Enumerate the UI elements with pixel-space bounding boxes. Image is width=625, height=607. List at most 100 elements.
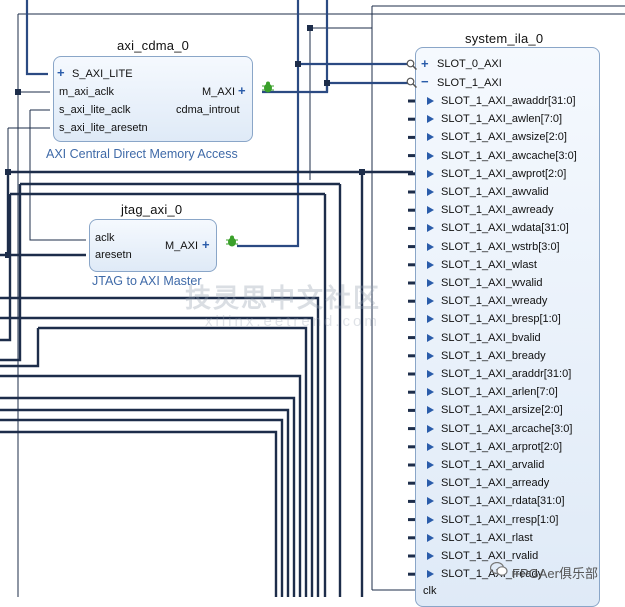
jtag-axi-block[interactable] xyxy=(89,219,217,272)
wechat-icon xyxy=(489,561,508,582)
ila-signal-expand-icon[interactable] xyxy=(427,570,434,579)
ila-pin-clk[interactable]: clk xyxy=(423,585,437,597)
ila-signal-pin[interactable]: SLOT_1_AXI_bresp[1:0] xyxy=(441,313,561,326)
ila-signal-pin[interactable]: SLOT_1_AXI_arready xyxy=(441,477,550,490)
ila-pin-stub xyxy=(408,99,415,103)
ila-pin-stub xyxy=(408,499,415,503)
ila-pin-stub xyxy=(408,281,415,285)
ila-pin-stub xyxy=(408,445,415,449)
ila-signal-pin[interactable]: SLOT_1_AXI_arprot[2:0] xyxy=(441,440,563,453)
jtag-pin-aclk[interactable]: aclk xyxy=(95,232,115,244)
ila-signal-expand-icon[interactable] xyxy=(427,151,434,160)
ila-pin-stub xyxy=(408,372,415,376)
ila-signal-expand-icon[interactable] xyxy=(427,315,434,324)
cdma-pin-s-axi-lite[interactable]: S_AXI_LITE xyxy=(72,68,133,80)
cdma-pin-m-axi[interactable]: M_AXI xyxy=(202,86,236,98)
ila-signal-pin[interactable]: SLOT_1_AXI_awvalid xyxy=(441,186,549,198)
ila-signal-pin[interactable]: SLOT_1_AXI_bvalid xyxy=(441,331,541,344)
junction-dot xyxy=(307,25,313,31)
cdma-pin-s-axi-lite-aresetn[interactable]: s_axi_lite_aresetn xyxy=(59,122,148,134)
ila-signal-expand-icon[interactable] xyxy=(427,552,434,560)
ila-signal-expand-icon[interactable] xyxy=(427,169,434,178)
wire xyxy=(38,326,308,597)
brand-watermark: FPGAer俱乐部 xyxy=(512,566,598,581)
wire xyxy=(0,408,290,597)
ila-pin-stub xyxy=(408,408,415,412)
wire xyxy=(262,81,413,94)
cdma-m-axi-expand-icon[interactable]: + xyxy=(238,83,246,98)
ila-signal-pin[interactable]: SLOT_1_AXI_wdata[31:0] xyxy=(441,222,569,235)
ila-signal-expand-icon[interactable] xyxy=(427,406,434,415)
ila-signal-expand-icon[interactable] xyxy=(427,370,434,378)
ila-signal-pin[interactable]: SLOT_1_AXI_arsize[2:0] xyxy=(441,404,563,417)
ila-pin-stub xyxy=(408,317,415,321)
jtag-axi-title: jtag_axi_0 xyxy=(121,202,183,217)
ila-signal-pin[interactable]: SLOT_1_AXI_awaddr[31:0] xyxy=(441,95,576,107)
ila-signal-pin[interactable]: SLOT_1_AXI_awprot[2:0] xyxy=(441,167,567,180)
junction-dots xyxy=(5,25,365,258)
ila-signal-expand-icon[interactable] xyxy=(427,424,434,433)
ila-pin-stub xyxy=(408,208,415,212)
ila-pin-stubs xyxy=(408,99,415,576)
ila-signal-pin[interactable]: SLOT_1_AXI_rdata[31:0] xyxy=(441,495,565,508)
jtag-m-axi-expand-icon[interactable]: + xyxy=(202,237,210,252)
ila-signal-expand-icon[interactable] xyxy=(427,297,434,306)
ila-signal-pin[interactable]: SLOT_1_AXI_rvalid xyxy=(441,550,539,562)
ila-slot-0[interactable]: SLOT_0_AXI xyxy=(437,58,502,70)
ila-pin-stub xyxy=(408,299,415,303)
ila-signal-expand-icon[interactable] xyxy=(427,442,434,451)
ila-signal-pin[interactable]: SLOT_1_AXI_rresp[1:0] xyxy=(441,513,559,526)
cdma-pin-s-axi-lite-aclk[interactable]: s_axi_lite_aclk xyxy=(59,104,131,116)
ila-signal-pin[interactable]: SLOT_1_AXI_rlast xyxy=(441,531,533,544)
ila-signal-expand-icon[interactable] xyxy=(427,461,434,469)
ila-signal-expand-icon[interactable] xyxy=(427,97,434,105)
ila-signal-expand-icon[interactable] xyxy=(427,224,434,233)
ila-signal-expand-icon[interactable] xyxy=(427,242,434,251)
ila-signal-pin[interactable]: SLOT_1_AXI_araddr[31:0] xyxy=(441,368,572,380)
ila-signal-pin[interactable]: SLOT_1_AXI_arlen[7:0] xyxy=(441,386,558,399)
ila-signal-pin[interactable]: SLOT_1_AXI_rready xyxy=(441,568,544,581)
ila-signal-pin[interactable]: SLOT_1_AXI_wlast xyxy=(441,258,537,271)
slot-1-collapse-icon[interactable]: − xyxy=(421,74,429,89)
ila-pin-stub xyxy=(408,518,415,522)
axi-cdma-title: axi_cdma_0 xyxy=(117,38,190,53)
ila-signal-expand-icon[interactable] xyxy=(427,115,434,124)
ila-signal-pin[interactable]: SLOT_1_AXI_wstrb[3:0] xyxy=(441,240,560,253)
wire xyxy=(29,110,86,241)
junction-dot xyxy=(15,89,21,95)
ila-signal-pin[interactable]: SLOT_1_AXI_wvalid xyxy=(441,277,543,289)
ila-signal-pin[interactable]: SLOT_1_AXI_awlen[7:0] xyxy=(441,113,563,126)
ila-slot-1[interactable]: SLOT_1_AXI xyxy=(437,77,502,89)
ila-pin-stub xyxy=(408,554,415,558)
s-axi-lite-expand-icon[interactable]: + xyxy=(57,65,65,80)
ila-signal-expand-icon[interactable] xyxy=(427,260,434,269)
system-ila-block[interactable] xyxy=(415,47,600,607)
ila-pin-stub xyxy=(408,245,415,249)
ila-signal-pin[interactable]: SLOT_1_AXI_awready xyxy=(441,204,554,217)
ila-signal-expand-icon[interactable] xyxy=(427,351,434,360)
ila-signal-expand-icon[interactable] xyxy=(427,279,434,287)
ila-signal-pin[interactable]: SLOT_1_AXI_awcache[3:0] xyxy=(441,149,577,162)
ila-signal-pin[interactable]: SLOT_1_AXI_awsize[2:0] xyxy=(441,131,567,144)
ila-signal-pin[interactable]: SLOT_1_AXI_bready xyxy=(441,349,546,362)
axi-cdma-block[interactable] xyxy=(53,56,253,142)
ila-signal-pin[interactable]: SLOT_1_AXI_arcache[3:0] xyxy=(441,422,573,435)
ila-signal-expand-icon[interactable] xyxy=(427,497,434,506)
slot-0-expand-icon[interactable]: + xyxy=(421,56,429,71)
ila-signal-expand-icon[interactable] xyxy=(427,188,434,196)
ila-signal-pin[interactable]: SLOT_1_AXI_arvalid xyxy=(441,459,545,471)
ila-signal-expand-icon[interactable] xyxy=(427,133,434,142)
wire xyxy=(296,0,413,66)
cdma-pin-m-axi-aclk[interactable]: m_axi_aclk xyxy=(59,86,115,98)
junction-dot xyxy=(359,169,365,175)
ila-signal-expand-icon[interactable] xyxy=(427,515,434,524)
jtag-pin-m-axi[interactable]: M_AXI xyxy=(165,240,199,252)
ila-signal-pin[interactable]: SLOT_1_AXI_wready xyxy=(441,295,548,308)
ila-signal-expand-icon[interactable] xyxy=(427,333,434,342)
ila-signal-expand-icon[interactable] xyxy=(427,206,434,215)
ila-signal-expand-icon[interactable] xyxy=(427,479,434,488)
cdma-pin-cdma-introut[interactable]: cdma_introut xyxy=(176,104,240,116)
ila-signal-expand-icon[interactable] xyxy=(427,388,434,397)
jtag-pin-aresetn[interactable]: aresetn xyxy=(95,249,132,261)
ila-signal-expand-icon[interactable] xyxy=(427,533,434,542)
